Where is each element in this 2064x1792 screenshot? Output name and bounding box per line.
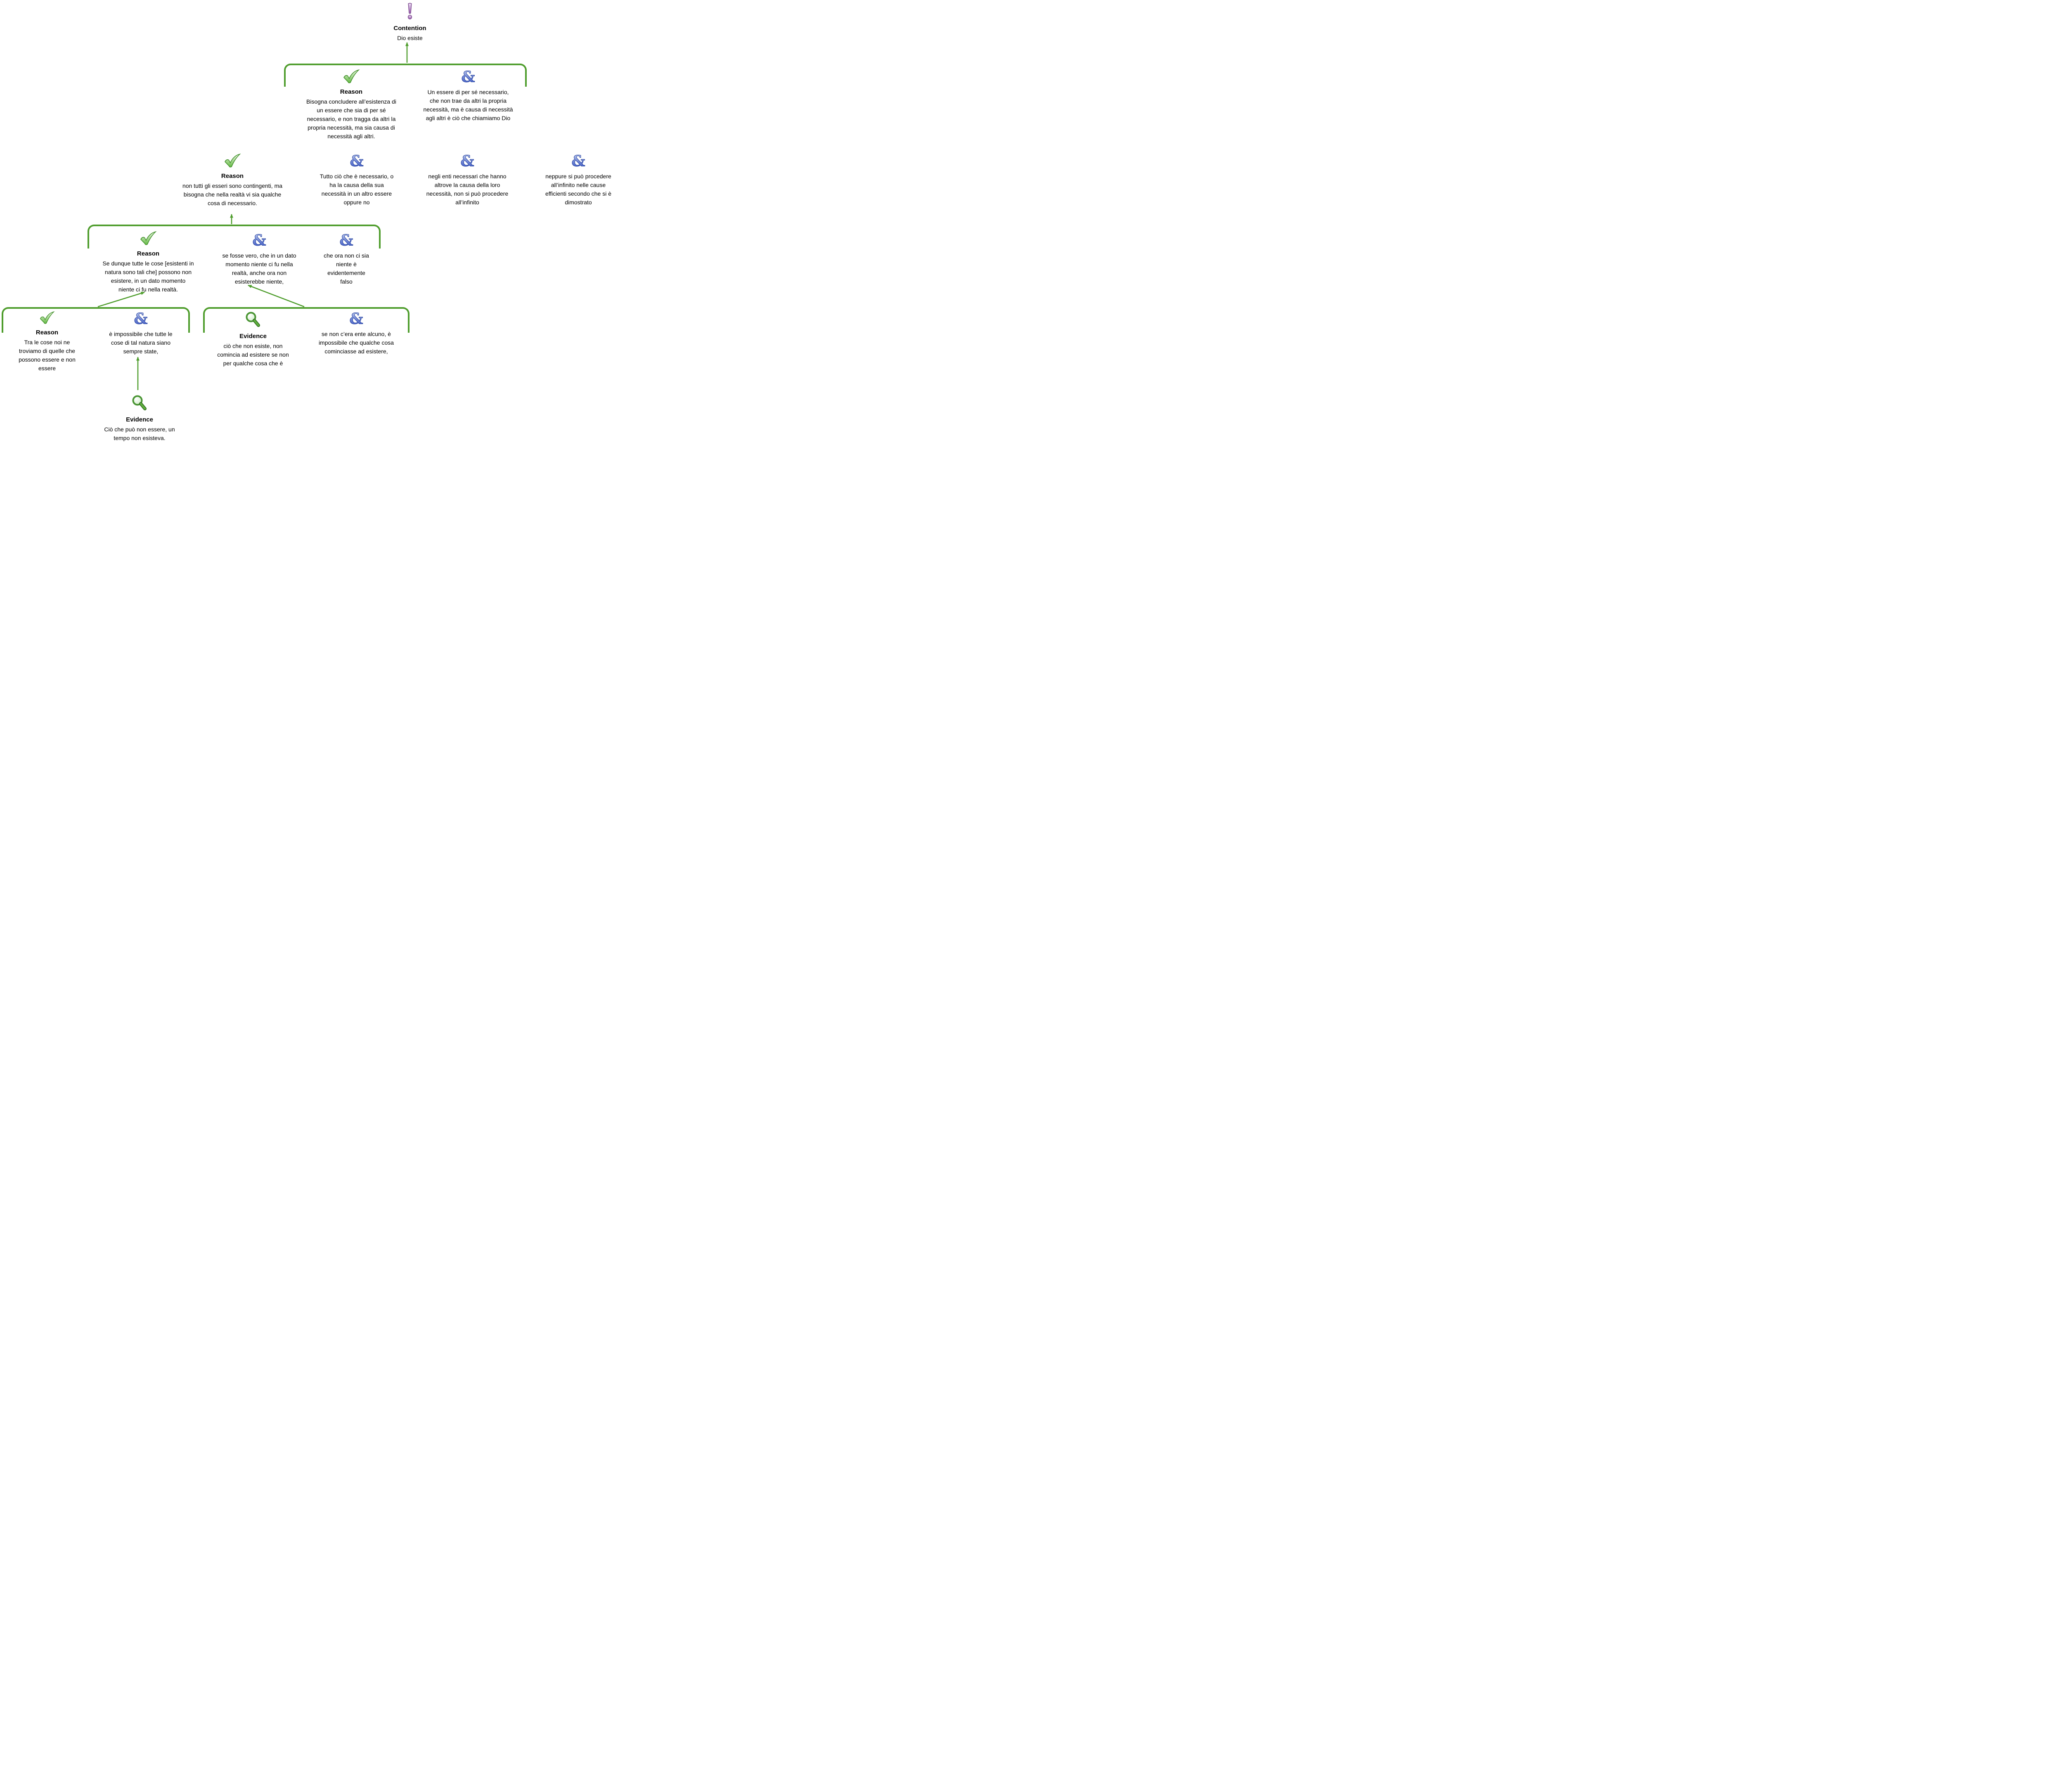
svg-text:&: & (350, 153, 364, 169)
node-text: negli enti necessari che hanno altrove l… (426, 173, 509, 206)
ampersand-icon: & (461, 69, 475, 85)
node-text: che ora non ci sia niente è evidentement… (324, 252, 369, 285)
node-type-label: Contention (393, 25, 426, 32)
argument-map-canvas: Contention Dio esiste Reason Bisogna con… (0, 0, 623, 448)
svg-text:&: & (461, 153, 474, 169)
node-reason2[interactable]: Reason non tutti gli esseri sono conting… (170, 154, 295, 208)
node-text: è impossibile che tutte le cose di tal n… (109, 331, 173, 355)
node-type-label: Evidence (126, 416, 153, 423)
svg-text:&: & (253, 232, 266, 249)
node-text: ciò che non esiste, non comincia ad esis… (217, 343, 289, 367)
node-text: neppure si può procedere all’infinito ne… (545, 173, 612, 206)
check-icon (140, 231, 157, 245)
ampersand-icon: & (339, 232, 353, 249)
ampersand-icon: & (349, 310, 363, 327)
node-type-label: Reason (340, 88, 363, 95)
svg-text:&: & (572, 153, 585, 169)
node-evidence2[interactable]: Evidence Ciò che può non essere, un temp… (95, 395, 184, 443)
node-text: Un essere di per sé necessario, che non … (423, 89, 513, 121)
check-icon (225, 154, 241, 168)
node-text: Tra le cose noi ne troviamo di quelle ch… (19, 339, 76, 372)
co-premise-bracket-middle (88, 225, 381, 249)
node-text: Ciò che può non essere, un tempo non esi… (104, 426, 175, 441)
svg-text:&: & (462, 69, 475, 85)
ampersand-icon: & (134, 310, 148, 327)
node-evidence1[interactable]: Evidence ciò che non esiste, non cominci… (203, 311, 303, 368)
ampersand-icon: & (460, 153, 474, 169)
node-co-premise3b[interactable]: & che ora non ci sia niente è evidenteme… (315, 232, 378, 286)
node-contention[interactable]: Contention Dio esiste (375, 2, 445, 43)
svg-text:&: & (340, 232, 353, 249)
node-co-premise1[interactable]: & Un essere di per sé necessario, che no… (414, 69, 523, 123)
node-text: Bisogna concludere all’esistenza di un e… (306, 98, 396, 140)
node-co-premise2a[interactable]: & Tutto ciò che è necessario, o ha la ca… (308, 153, 405, 207)
ampersand-icon: & (350, 153, 364, 169)
node-reason1[interactable]: Reason Bisogna concludere all’esistenza … (293, 69, 409, 141)
node-co-premise3a[interactable]: & se fosse vero, che in un dato momento … (211, 232, 307, 286)
check-icon (343, 69, 360, 83)
svg-text:&: & (350, 310, 363, 327)
node-type-label: Evidence (239, 333, 267, 340)
node-co-premise2c[interactable]: & neppure si può procedere all’infinito … (530, 153, 623, 207)
node-co-premise4[interactable]: & è impossibile che tutte le cose di tal… (96, 310, 186, 356)
ampersand-icon: & (252, 232, 266, 249)
node-co-premise5[interactable]: & se non c’era ente alcuno, è impossibil… (306, 310, 406, 356)
node-text: se non c’era ente alcuno, è impossibile … (318, 331, 394, 355)
node-type-label: Reason (36, 329, 59, 336)
support-arrow-to-and3a (248, 284, 305, 308)
support-arrow-to-reason3 (97, 291, 145, 308)
ampersand-icon: & (571, 153, 585, 169)
magnifier-icon (132, 395, 147, 410)
co-premise-bracket-bottom-middle (203, 307, 409, 333)
node-co-premise2b[interactable]: & negli enti necessari che hanno altrove… (416, 153, 518, 207)
node-text: Tutto ciò che è necessario, o ha la caus… (320, 173, 394, 206)
node-type-label: Reason (221, 173, 244, 180)
node-text: Se dunque tutte le cose [esistenti in na… (102, 260, 194, 293)
co-premise-bracket-top (284, 64, 527, 87)
node-reason4[interactable]: Reason Tra le cose noi ne troviamo di qu… (3, 311, 91, 373)
node-reason3[interactable]: Reason Se dunque tutte le cose [esistent… (90, 231, 206, 294)
node-text: se fosse vero, che in un dato momento ni… (222, 252, 296, 285)
node-text: Dio esiste (397, 35, 423, 41)
co-premise-bracket-bottom-left (2, 307, 190, 333)
node-text: non tutti gli esseri sono contingenti, m… (182, 182, 283, 206)
check-icon (40, 311, 55, 324)
exclamation-icon (407, 3, 412, 19)
node-type-label: Reason (137, 250, 160, 257)
magnifier-icon (246, 312, 260, 327)
svg-text:&: & (134, 310, 148, 327)
